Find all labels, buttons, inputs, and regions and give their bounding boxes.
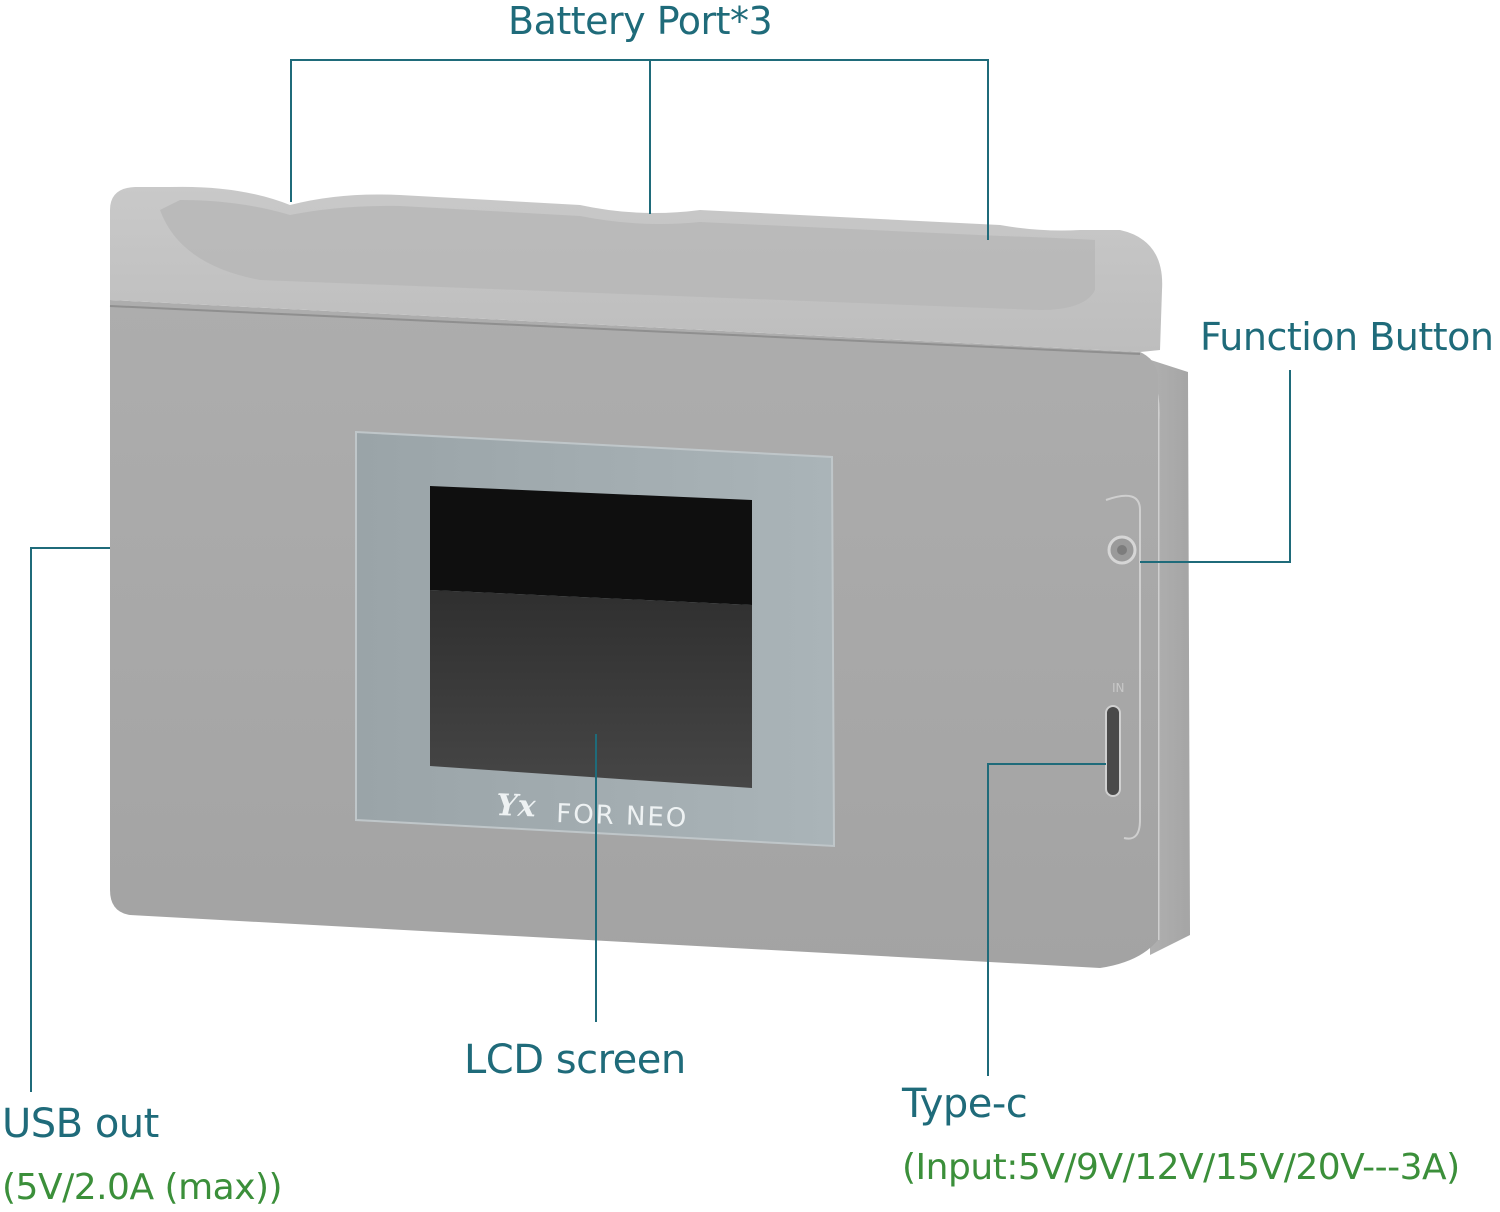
usb-out-callout-line bbox=[30, 547, 110, 1092]
battery-port-label: Battery Port*3 bbox=[508, 0, 773, 43]
type-c-port[interactable] bbox=[1105, 705, 1121, 797]
lcd-screen-label: LCD screen bbox=[464, 1037, 686, 1083]
function-button-label: Function Button bbox=[1200, 315, 1494, 359]
function-button-callout-line bbox=[1140, 370, 1291, 563]
battery-slot-recess bbox=[160, 200, 1095, 310]
usb-out-spec-label: (5V/2.0A (max)) bbox=[2, 1167, 283, 1208]
brand-logo: Yx bbox=[496, 788, 538, 824]
lid-seam bbox=[109, 305, 1141, 355]
port-marking: IN bbox=[1112, 681, 1125, 695]
usb-out-label: USB out bbox=[2, 1101, 159, 1147]
lcd-screen-bottom bbox=[430, 590, 752, 788]
type-c-label: Type-c bbox=[902, 1081, 1028, 1127]
lcd-screen-top bbox=[430, 486, 752, 605]
function-button-center bbox=[1117, 545, 1127, 555]
type-c-spec-label: (Input:5V/9V/12V/15V/20V---3A) bbox=[902, 1147, 1460, 1188]
function-button-housing bbox=[1105, 494, 1141, 840]
type-c-callout-line bbox=[987, 763, 1106, 1076]
battery-callout-bracket bbox=[290, 59, 989, 240]
battery-port-callout bbox=[290, 59, 989, 240]
brand-model-text: FOR NEO bbox=[556, 799, 689, 834]
